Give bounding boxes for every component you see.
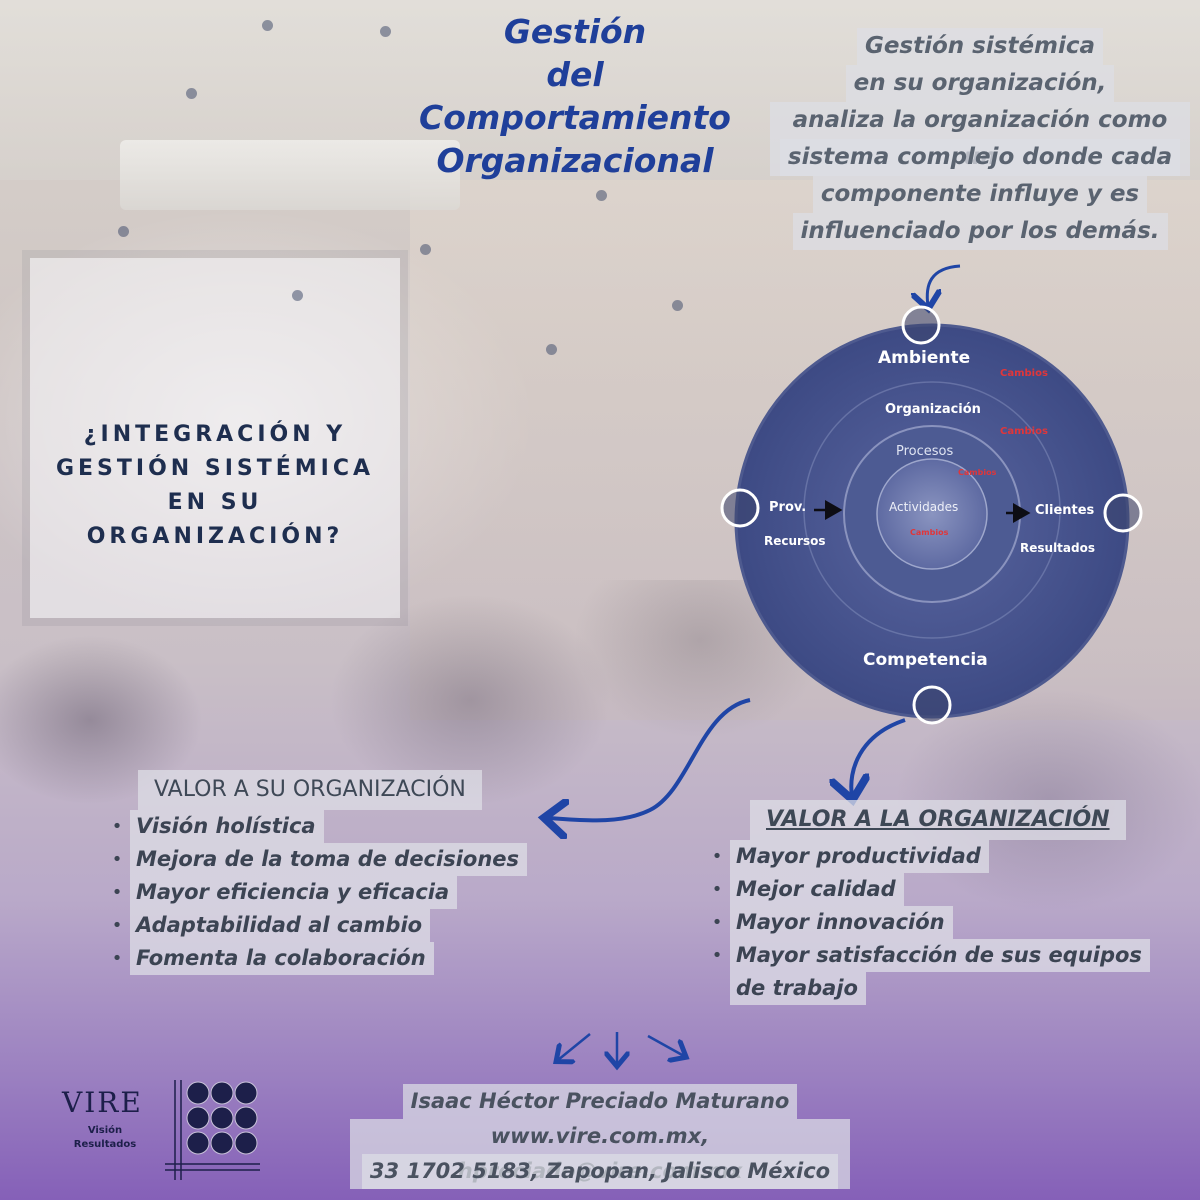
decor-dot xyxy=(118,226,129,237)
list-item-text: Mejora de la toma de decisiones xyxy=(130,843,528,876)
list-item: • Mejor calidad xyxy=(704,873,1164,906)
connector-node-top xyxy=(901,305,941,345)
page-title: Gestión del Comportamiento Organizaciona… xyxy=(395,10,755,182)
clients-label: Clientes xyxy=(1035,503,1095,518)
panel-title: VALOR A LA ORGANIZACIÓN xyxy=(750,800,1126,840)
core-circle xyxy=(876,458,988,570)
question-line: GESTIÓN SISTÉMICA xyxy=(55,456,375,481)
list-item-text: Mejor calidad xyxy=(730,873,904,906)
connector-node-right xyxy=(1103,493,1143,533)
bullet-icon: • xyxy=(111,915,123,936)
description-line: Gestión sistémica xyxy=(856,28,1104,65)
logo-tagline-line: Visión xyxy=(87,1125,123,1136)
list-item-text: Adaptabilidad al cambio xyxy=(130,909,431,942)
organization-label: Organización xyxy=(885,402,981,417)
change-label: Cambios xyxy=(910,528,949,537)
title-line: Comportamiento xyxy=(419,98,731,137)
value-list: • Mayor productividad • Mejor calidad • May… xyxy=(704,840,1164,1005)
list-item-text: de trabajo xyxy=(730,972,866,1005)
list-item-text: Mayor innovación xyxy=(730,906,953,939)
bullet-icon: • xyxy=(711,846,723,867)
logo-tagline: Visión Resultados xyxy=(70,1124,140,1152)
bullet-icon: • xyxy=(111,882,123,903)
bullet-icon: • xyxy=(111,816,123,837)
list-item: • Mayor innovación xyxy=(704,906,1164,939)
integration-question: ¿INTEGRACIÓN Y GESTIÓN SISTÉMICA EN SU O… xyxy=(40,418,390,554)
value-panel-right: VALOR A LA ORGANIZACIÓN • Mayor productiv… xyxy=(704,800,1164,1005)
question-line: EN SU xyxy=(167,490,263,515)
vire-logo: VIRE Visión Resultados xyxy=(50,1080,270,1190)
decor-dot xyxy=(262,20,273,31)
bullet-icon: • xyxy=(711,912,723,933)
change-label: Cambios xyxy=(1000,368,1048,379)
list-item: • Mejora de la toma de decisiones xyxy=(104,843,544,876)
logo-grid-icon xyxy=(165,1080,260,1180)
decor-dot xyxy=(186,88,197,99)
systemic-description: Gestión sistémica en su organización, an… xyxy=(770,28,1190,250)
description-line: influenciado por los demás. xyxy=(792,213,1168,250)
bullet-icon: • xyxy=(111,849,123,870)
activities-label: Actividades xyxy=(889,500,959,514)
bullet-icon: • xyxy=(711,879,723,900)
decor-dot xyxy=(596,190,607,201)
list-item: • Mayor eficiencia y eficacia xyxy=(104,876,544,909)
background-projection-screen xyxy=(30,258,400,618)
question-line: ORGANIZACIÓN? xyxy=(86,524,344,549)
list-item: • Fomenta la colaboración xyxy=(104,942,544,975)
ambient-label: Ambiente xyxy=(878,348,971,368)
bullet-icon: • xyxy=(111,948,123,969)
resources-label: Recursos xyxy=(764,534,826,548)
value-panel-left: VALOR A SU ORGANIZACIÓN • Visión holístic… xyxy=(104,770,544,975)
connector-node-bottom xyxy=(912,685,952,725)
list-item: de trabajo xyxy=(704,972,1164,1005)
competition-label: Competencia xyxy=(863,650,988,670)
title-line: del xyxy=(546,55,604,94)
list-item-text: Visión holística xyxy=(130,810,324,843)
bullet-icon: • xyxy=(711,945,723,966)
systemic-diagram: Ambiente Cambios Organización Cambios Pr… xyxy=(700,300,1160,740)
arrow-to-left-panel xyxy=(548,698,751,820)
list-item: • Mayor satisfacción de sus equipos xyxy=(704,939,1164,972)
contact-info: Isaac Héctor Preciado Maturano www.vire.… xyxy=(350,1084,850,1189)
decor-dot xyxy=(672,300,683,311)
background-ac-unit xyxy=(120,140,460,210)
results-label: Resultados xyxy=(1020,541,1095,555)
contact-phone-location: 33 1702 5183, Zapopan, Jalisco México xyxy=(361,1154,839,1189)
title-line: Organizacional xyxy=(436,141,714,180)
middle-ring xyxy=(803,381,1061,639)
description-line: sistema complejo donde cada xyxy=(779,139,1181,176)
diagram-circles xyxy=(720,305,1143,725)
question-line: ¿INTEGRACIÓN Y xyxy=(83,422,347,447)
decor-dot xyxy=(420,244,431,255)
decor-dot xyxy=(292,290,303,301)
list-item-text: Fomenta la colaboración xyxy=(130,942,434,975)
logo-wordmark: VIRE xyxy=(62,1086,143,1119)
arrow-to-diagram xyxy=(927,264,961,306)
list-item-text: Mayor satisfacción de sus equipos xyxy=(730,939,1150,972)
decor-dot xyxy=(380,26,391,37)
arrow-down-right xyxy=(647,1034,684,1056)
list-item-text: Mayor eficiencia y eficacia xyxy=(130,876,458,909)
panel-title: VALOR A SU ORGANIZACIÓN xyxy=(138,770,482,810)
provider-label: Prov. xyxy=(769,500,807,515)
title-line: Gestión xyxy=(503,12,647,51)
contact-name: Isaac Héctor Preciado Maturano xyxy=(402,1084,798,1119)
list-item: • Visión holística xyxy=(104,810,544,843)
value-list: • Visión holística • Mejora de la toma de … xyxy=(104,810,544,975)
list-item: • Adaptabilidad al cambio xyxy=(104,909,544,942)
change-label: Cambios xyxy=(1000,426,1048,437)
list-item-text: Mayor productividad xyxy=(730,840,989,873)
description-line: en su organización, xyxy=(845,65,1115,102)
arrow-down-left xyxy=(558,1033,591,1060)
list-item: • Mayor productividad xyxy=(704,840,1164,873)
arrow-to-right-panel xyxy=(851,718,906,796)
decor-dot xyxy=(546,344,557,355)
logo-tagline-line: Resultados xyxy=(73,1139,137,1150)
change-label: Cambios xyxy=(958,468,997,477)
description-line: componente influye y es xyxy=(812,176,1148,213)
connector-node-left xyxy=(720,488,760,528)
processes-label: Procesos xyxy=(896,444,954,459)
